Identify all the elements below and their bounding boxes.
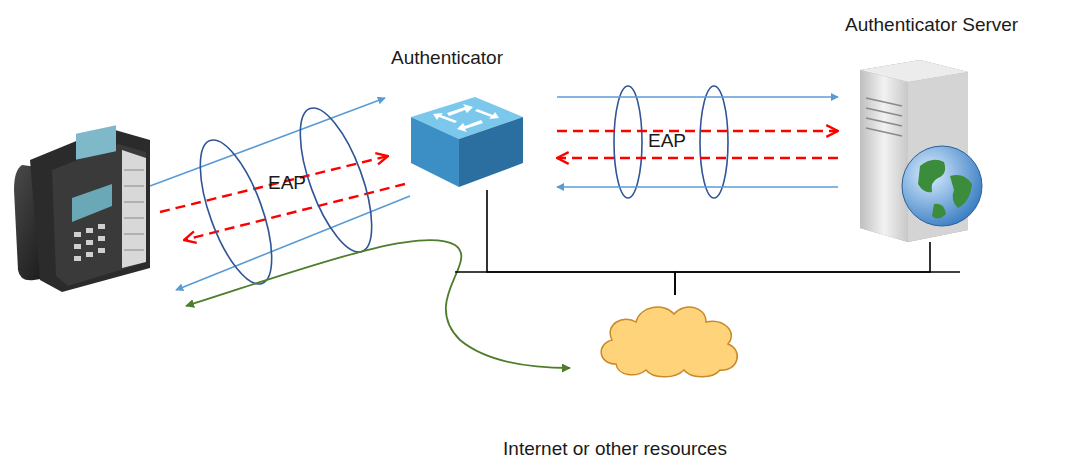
link-arrow	[557, 130, 838, 132]
node-icon	[594, 298, 746, 384]
network-link	[487, 190, 675, 295]
node-label: Authenticator Server	[845, 14, 1018, 36]
node-icon	[850, 58, 990, 247]
node-label: Internet or other resources	[451, 438, 779, 460]
link-arrow	[557, 186, 838, 188]
protocol-label: EAP	[266, 172, 308, 194]
switch-authenticator: Authenticator	[385, 45, 555, 190]
tunnel-ring	[614, 86, 728, 198]
ip-phone	[14, 125, 150, 292]
internet-cloud: Internet or other resources	[451, 295, 779, 467]
link-arrow	[557, 157, 838, 159]
node-label: Authenticator	[391, 47, 503, 69]
authentication-server: Authenticator Server	[840, 12, 1085, 242]
node-icon	[407, 83, 527, 193]
link-arrow	[557, 96, 838, 98]
protocol-label: EAP	[646, 130, 688, 152]
phone-links	[150, 98, 570, 368]
network-link	[675, 242, 930, 295]
